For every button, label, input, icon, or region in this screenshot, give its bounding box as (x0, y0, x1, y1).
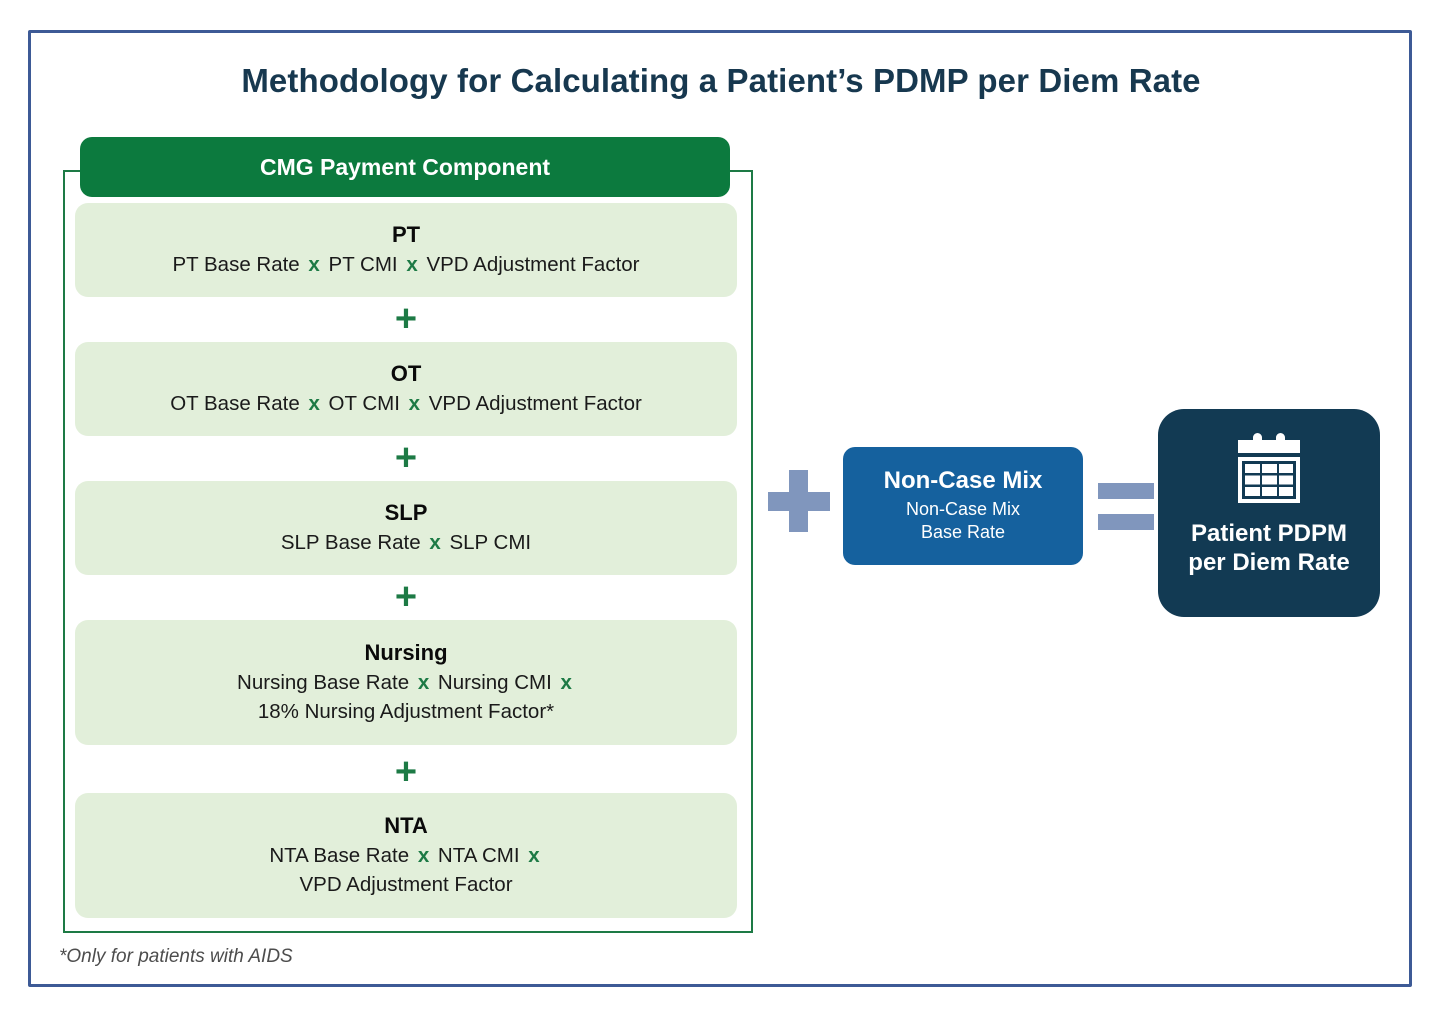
component-title-pt: PT (391, 221, 421, 247)
plus-icon: + (394, 576, 418, 618)
nta-cmi: NTA CMI (437, 843, 520, 867)
patient-pdpm-label-line2: per Diem Rate (1188, 549, 1350, 577)
multiply-icon: x (308, 392, 320, 416)
non-case-mix-subtitle-line1: Non-Case Mix (905, 499, 1021, 519)
component-formula-nta-line2: VPD Adjustment Factor (299, 870, 512, 899)
ot-cmi: OT CMI (328, 392, 400, 416)
plus-icon: + (394, 437, 418, 479)
component-title-slp: SLP (384, 499, 428, 525)
multiply-icon: x (417, 670, 430, 694)
patient-pdpm-result-box: Patient PDPM per Diem Rate (1158, 409, 1380, 617)
component-formula-nursing-line1: Nursing Base Rate x Nursing CMI x (237, 668, 575, 697)
nursing-adjustment-factor: 18% Nursing Adjustment Factor* (257, 700, 555, 724)
equals-bottom-bar (1098, 514, 1154, 530)
plus-icon: + (394, 751, 418, 793)
multiply-icon: x (429, 531, 441, 555)
ot-base-rate: OT Base Rate (170, 392, 300, 416)
component-box-pt: PT PT Base Rate x PT CMI x VPD Adjustmen… (75, 203, 737, 297)
component-formula-nursing-line2: 18% Nursing Adjustment Factor* (258, 697, 554, 726)
component-formula-nta-line1: NTA Base Rate x NTA CMI x (269, 841, 542, 870)
cmg-header-label: CMG Payment Component (259, 153, 551, 180)
component-box-nta: NTA NTA Base Rate x NTA CMI x VPD Adjust… (75, 793, 737, 918)
multiply-icon: x (308, 253, 320, 277)
multiply-icon: x (408, 392, 421, 416)
patient-pdpm-label: Patient PDPM per Diem Rate (1188, 519, 1349, 578)
footnote: *Only for patients with AIDS (59, 946, 293, 967)
slp-base-rate: SLP Base Rate (280, 531, 421, 555)
non-case-mix-box: Non-Case Mix Non-Case Mix Base Rate (843, 447, 1083, 565)
plus-operator-icon (768, 470, 830, 532)
page-title: Methodology for Calculating a Patient’s … (241, 62, 1201, 99)
non-case-mix-subtitle: Non-Case Mix Base Rate (906, 498, 1020, 545)
non-case-mix-subtitle-line2: Base Rate (920, 522, 1006, 543)
equals-top-bar (1098, 483, 1154, 499)
multiply-icon: x (528, 843, 540, 867)
nta-base-rate: NTA Base Rate (269, 843, 410, 867)
nursing-base-rate: Nursing Base Rate (237, 670, 410, 694)
component-formula-pt: PT Base Rate x PT CMI x VPD Adjustment F… (172, 250, 639, 279)
cmg-payment-component-header: CMG Payment Component (80, 137, 730, 197)
component-title-nta: NTA (384, 812, 428, 838)
component-box-nursing: Nursing Nursing Base Rate x Nursing CMI … (75, 620, 737, 745)
component-box-slp: SLP SLP Base Rate x SLP CMI (75, 481, 737, 575)
multiply-icon: x (417, 843, 430, 867)
nursing-cmi: Nursing CMI (437, 670, 552, 694)
pt-vpd-adjustment: VPD Adjustment Factor (426, 253, 640, 277)
component-box-ot: OT OT Base Rate x OT CMI x VPD Adjustmen… (75, 342, 737, 436)
slp-cmi: SLP CMI (449, 531, 532, 555)
component-title-nursing: Nursing (364, 639, 448, 665)
plus-vertical-bar (789, 470, 808, 532)
multiply-icon: x (560, 670, 572, 694)
non-case-mix-title: Non-Case Mix (883, 467, 1043, 495)
patient-pdpm-label-line1: Patient PDPM (1190, 520, 1347, 547)
equals-operator-icon (1098, 483, 1154, 531)
plus-icon: + (394, 298, 418, 340)
outer-frame (28, 30, 1412, 987)
component-formula-ot: OT Base Rate x OT CMI x VPD Adjustment F… (170, 389, 642, 418)
nta-vpd-adjustment: VPD Adjustment Factor (299, 873, 513, 897)
multiply-icon: x (406, 253, 418, 277)
pt-base-rate: PT Base Rate (172, 253, 300, 277)
pt-cmi: PT CMI (328, 253, 398, 277)
component-title-ot: OT (390, 360, 422, 386)
ot-vpd-adjustment: VPD Adjustment Factor (428, 392, 642, 416)
component-formula-slp: SLP Base Rate x SLP CMI (281, 528, 531, 557)
calendar-icon (1238, 433, 1300, 503)
